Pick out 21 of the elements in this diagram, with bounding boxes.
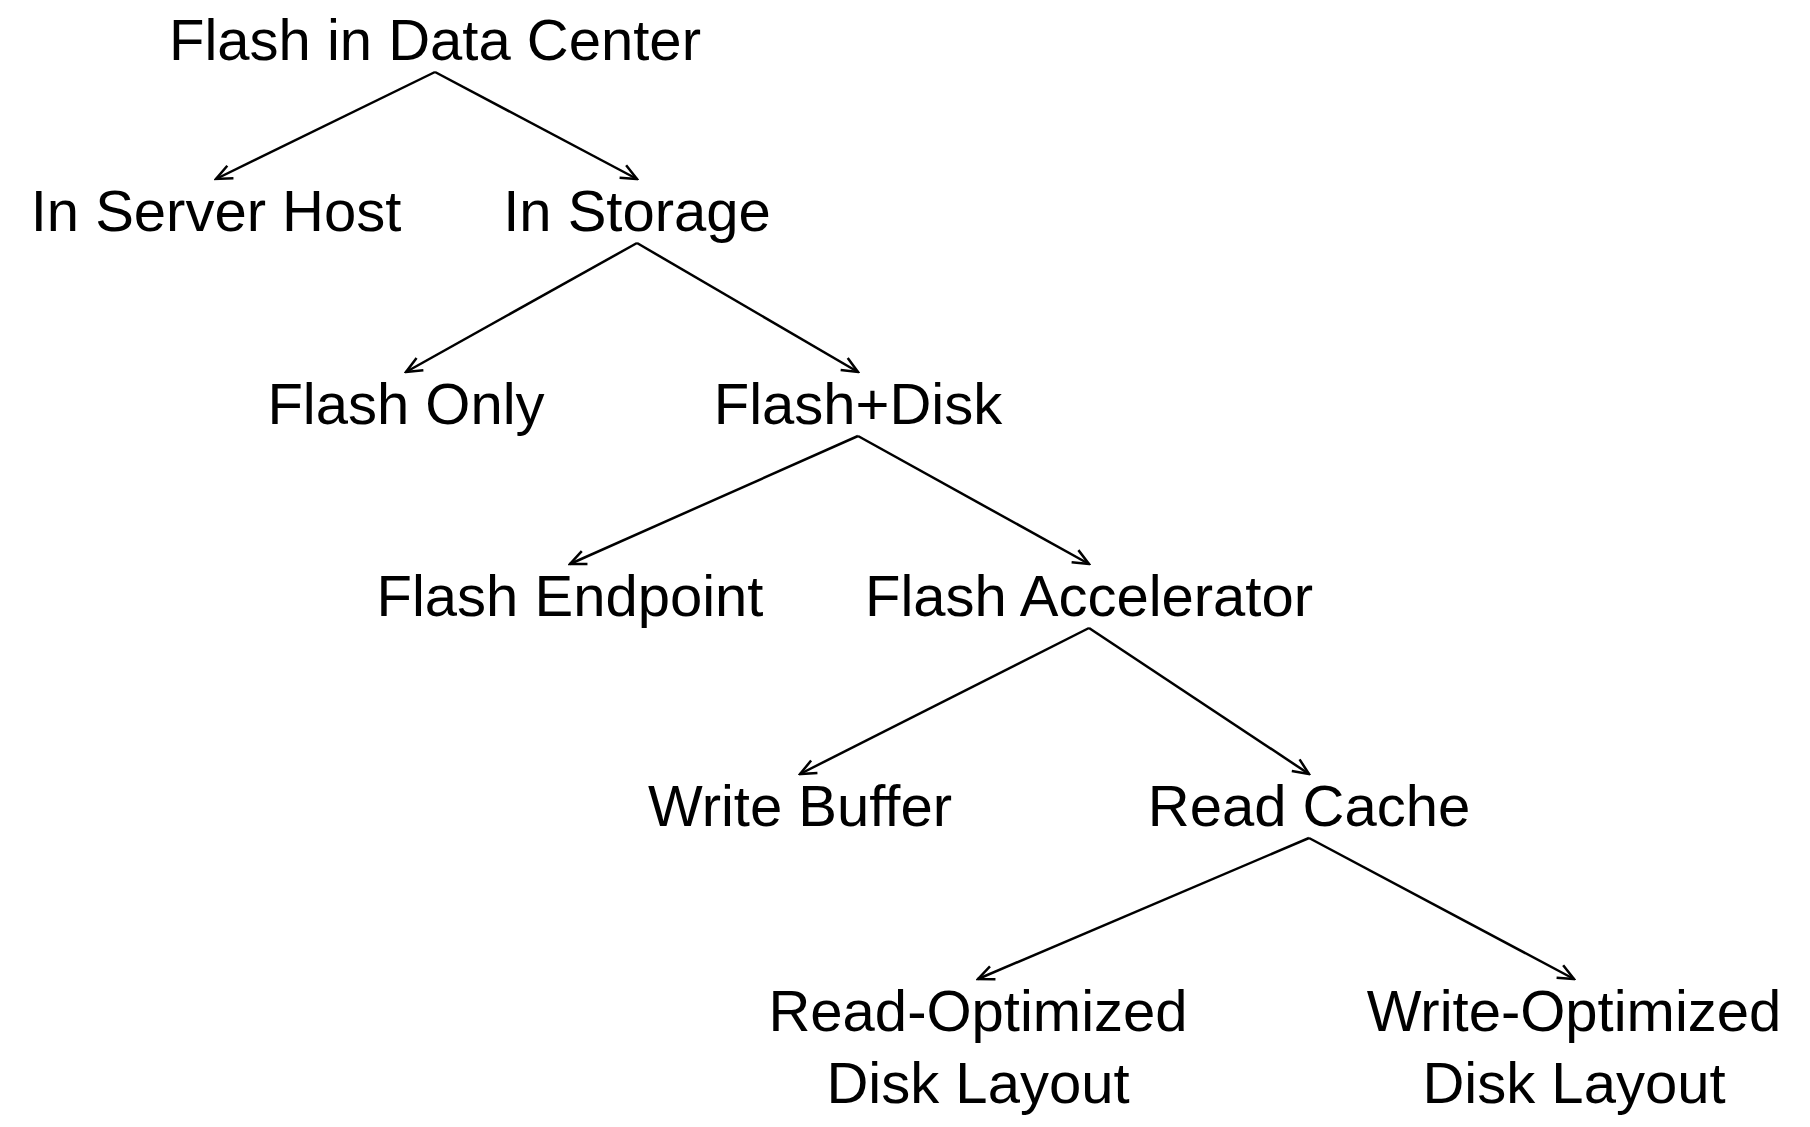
arrow [1308, 836, 1576, 981]
node-label: Read Cache [1146, 772, 1472, 840]
node-label: Flash Only [266, 370, 546, 438]
node-label: Flash Accelerator [863, 562, 1315, 630]
arrow [636, 241, 860, 374]
arrow [798, 626, 1090, 776]
node-label: Write-Optimized Disk Layout [1365, 977, 1783, 1117]
arrow [404, 241, 638, 374]
arrow [857, 434, 1091, 566]
arrow [1088, 626, 1311, 776]
node-label: Flash Endpoint [375, 562, 765, 630]
node-label: Flash+Disk [712, 370, 1004, 438]
node-label: Write Buffer [646, 772, 954, 840]
arrow [434, 70, 639, 181]
node-label: In Server Host [29, 177, 403, 245]
node-label: Read-Optimized Disk Layout [767, 977, 1189, 1117]
arrow [214, 70, 436, 181]
arrow [568, 434, 859, 566]
node-label: Flash in Data Center [168, 6, 702, 74]
arrow [976, 836, 1310, 981]
node-label: In Storage [502, 177, 772, 245]
